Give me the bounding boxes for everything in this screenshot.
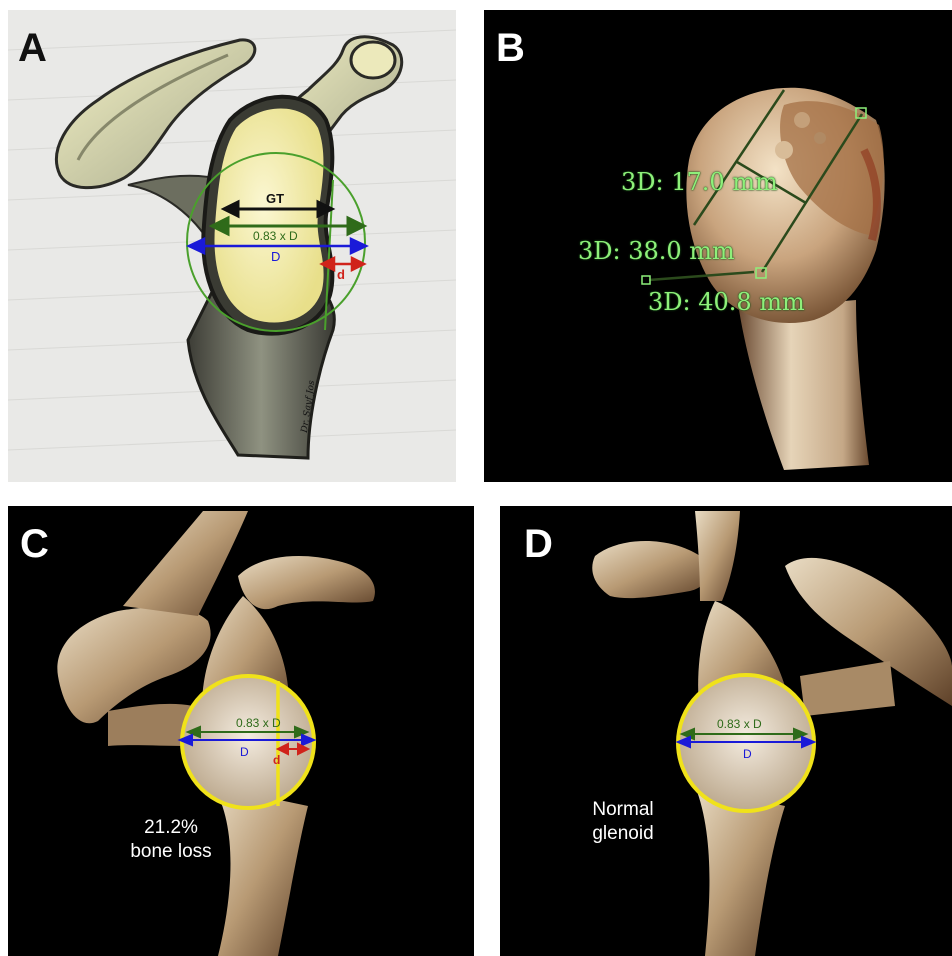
diameter-label-d: D [743,748,752,760]
panel-a-illustration [8,10,456,482]
panel-a-letter: A [18,28,47,68]
diameter-label-a: D [271,250,280,263]
panel-b: B 3D: 17.0 mm 3D: 38.0 mm 3D: 40.8 mm [484,10,952,482]
panel-d-letter: D [524,524,553,564]
glenoid-label: glenoid [578,822,668,846]
panel-c-letter: C [20,524,49,564]
scapula-neck-c [213,786,308,956]
panel-c-render [8,506,474,956]
measurement-17: 3D: 17.0 mm [621,170,778,194]
coracoid-c [238,556,375,609]
acromion-d [592,541,708,598]
diameter-label-c: D [240,746,249,758]
panel-d: D 0.83 x D D Normal glenoid [500,506,952,956]
fraction-label-d: 0.83 x D [717,718,762,730]
gt-label: GT [266,192,284,205]
panel-d-render [500,506,952,956]
defect-label-a: d [337,268,345,281]
measurement-38: 3D: 38.0 mm [578,239,735,263]
glenoid-face [214,109,323,323]
bone-loss-percent: 21.2% [116,816,226,840]
panel-b-letter: B [496,28,525,68]
defect-label-c: d [273,754,280,766]
normal-label: Normal [578,798,668,822]
fraction-label-c: 0.83 x D [236,717,281,729]
bone-loss-text: bone loss [116,840,226,864]
bone-loss-caption: 21.2% bone loss [116,816,226,864]
panel-a: A GT 0.83 x D D d Dr. Sayf Jos [8,10,456,482]
normal-glenoid-caption: Normal glenoid [578,798,668,846]
measurement-40-8: 3D: 40.8 mm [648,290,805,314]
humeral-shaft [739,300,869,470]
fraction-label-a: 0.83 x D [253,230,298,242]
panel-c: C 0.83 x D D d 21.2% bone loss [8,506,474,956]
